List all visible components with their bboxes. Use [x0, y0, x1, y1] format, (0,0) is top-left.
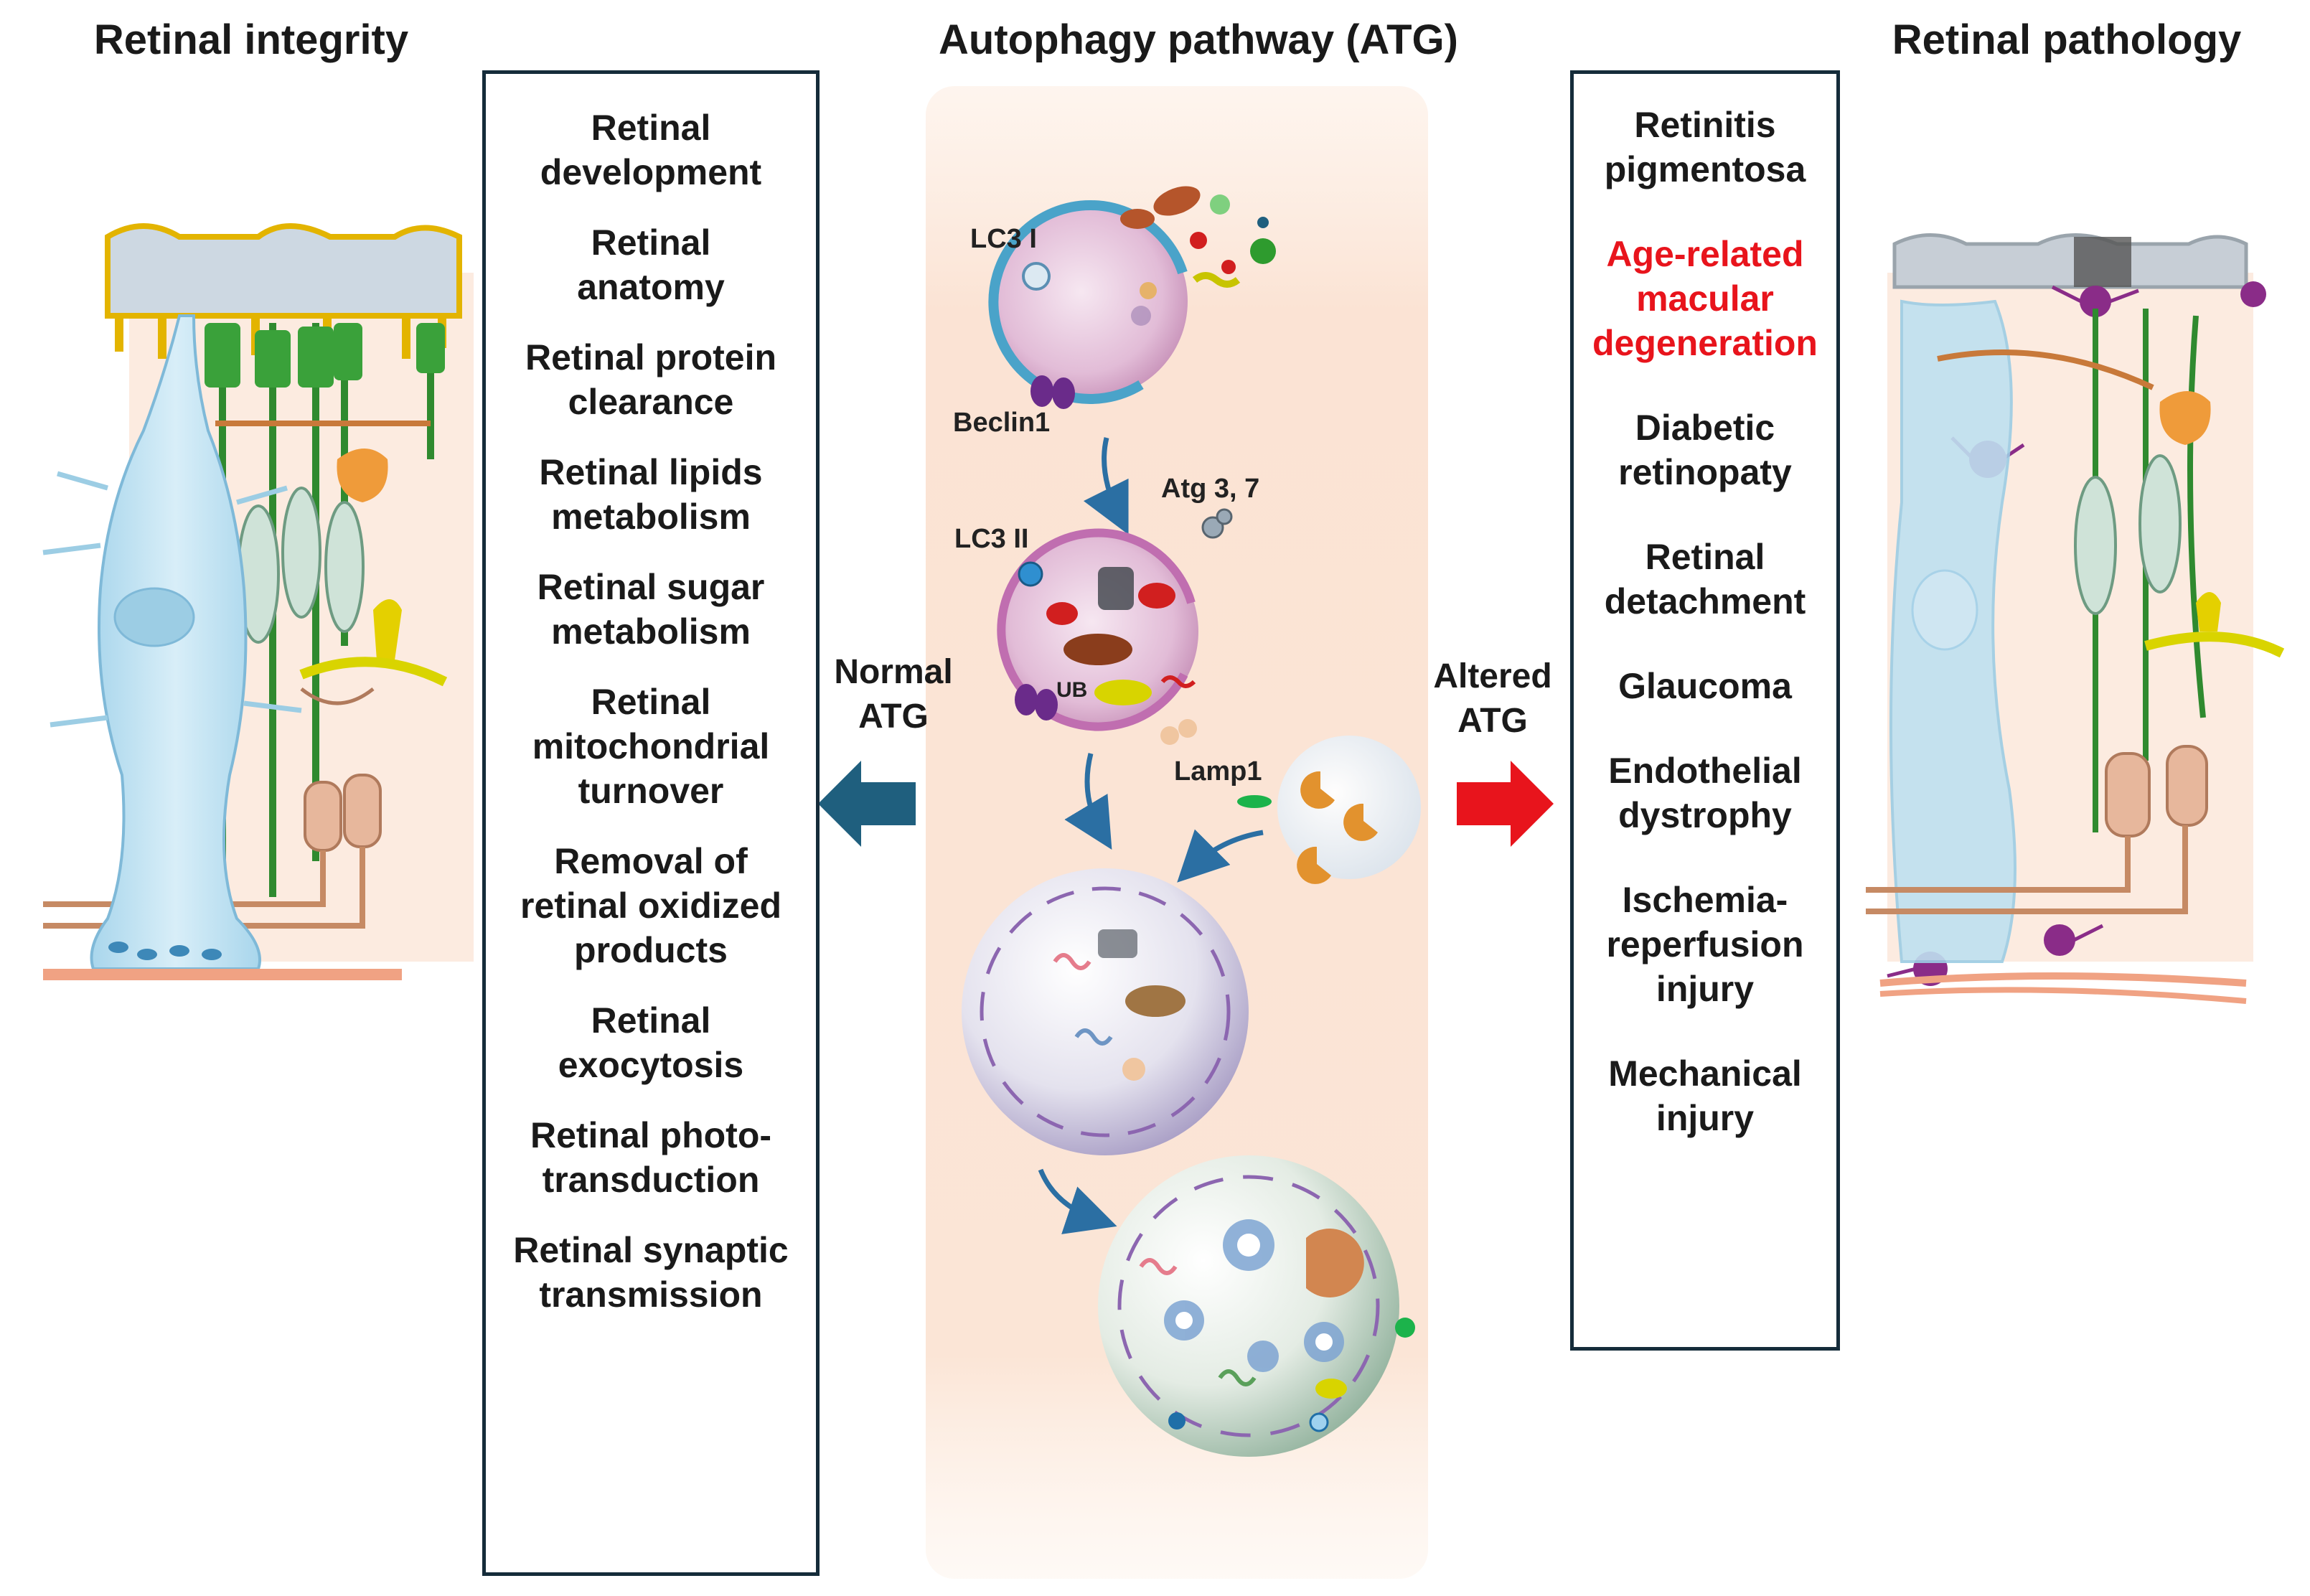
altered-atg-label: Altered ATG — [1433, 657, 1552, 740]
pathology-item: Ischemia- reperfusion injury — [1606, 880, 1804, 1009]
pathology-item: Retinal detachment — [1604, 537, 1806, 621]
integrity-item: Retinal development — [540, 108, 762, 192]
integrity-item: Retinal protein clearance — [525, 337, 777, 422]
pathology-retina-illustration — [1866, 233, 2285, 1004]
normal-atg-arrow — [818, 761, 916, 847]
phagophore — [994, 205, 1188, 398]
integrity-item: Retinal synaptic transmission — [513, 1230, 789, 1315]
altered-atg-arrow — [1457, 761, 1554, 847]
beclin1-label: Beclin1 — [953, 408, 1051, 438]
pathology-item: Endothelial dystrophy — [1608, 751, 1802, 835]
integrity-item: Retinal photo- transduction — [530, 1115, 772, 1200]
autophagolysosome-early — [962, 868, 1249, 1155]
integrity-item: Retinal sugar metabolism — [537, 567, 765, 652]
heading-retinal-pathology: Retinal pathology — [1892, 17, 2242, 63]
integrity-item: Retinal anatomy — [577, 222, 725, 307]
autolysosome — [1098, 1155, 1399, 1457]
lc3-1-label: LC3 I — [970, 224, 1037, 254]
lc3-2-label: LC3 II — [954, 524, 1029, 554]
autophagy-diagram — [962, 186, 1421, 1457]
pathology-item: Age-related macular degeneration — [1592, 234, 1818, 363]
atg-3-7-label: Atg 3, 7 — [1161, 474, 1260, 504]
integrity-item: Retinal exocytosis — [558, 1000, 744, 1085]
heading-autophagy-pathway: Autophagy pathway (ATG) — [939, 17, 1458, 63]
pathology-item: Mechanical injury — [1608, 1053, 1802, 1138]
pathology-item: Glaucoma — [1618, 666, 1792, 706]
pathology-item: Diabetic retinopaty — [1618, 408, 1792, 492]
pathology-item: Retinitis pigmentosa — [1604, 105, 1806, 189]
lamp1-label: Lamp1 — [1174, 756, 1262, 787]
integrity-item: Retinal mitochondrial turnover — [532, 682, 770, 811]
normal-atg-label: Normal ATG — [834, 653, 953, 736]
lysosome — [1277, 736, 1421, 879]
autophagosome — [1005, 535, 1198, 728]
healthy-retina-illustration — [42, 223, 474, 980]
heading-retinal-integrity: Retinal integrity — [93, 17, 409, 63]
integrity-item: Retinal lipids metabolism — [539, 452, 763, 537]
ubiquitin-label: UB — [1056, 678, 1088, 702]
integrity-item: Removal of retinal oxidized products — [520, 841, 781, 970]
